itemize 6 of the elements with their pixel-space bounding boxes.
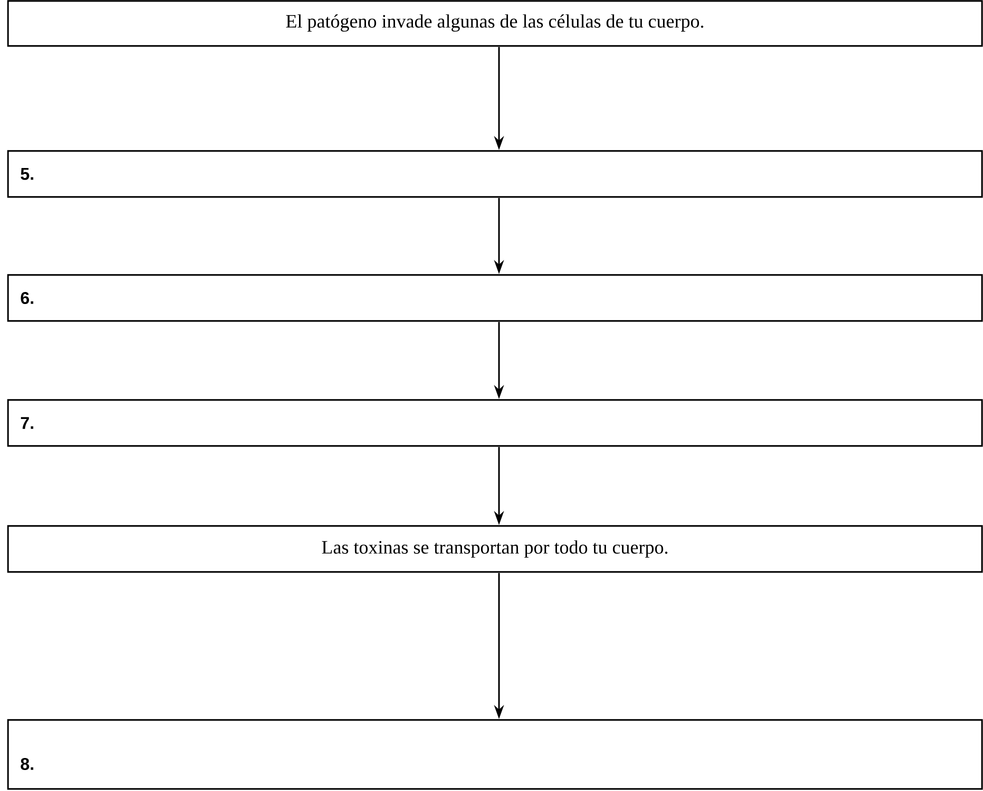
process-box: 8. [7,719,983,790]
process-box: Las toxinas se transportan por todo tu cuerpo. [7,525,983,573]
process-box: 5. [7,150,983,198]
process-box: 7. [7,399,983,447]
process-box: El patógeno invade algunas de las células de tu cuerpo. [7,0,983,47]
process-box: 6. [7,274,983,322]
